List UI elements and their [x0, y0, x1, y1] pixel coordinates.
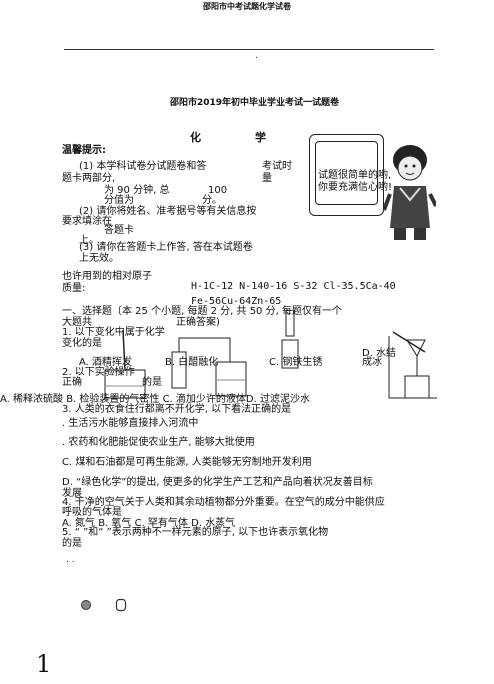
- student-illustration: [384, 145, 436, 240]
- header-dot: .: [255, 51, 258, 61]
- hollow-atom-icon: [115, 598, 127, 612]
- question-1-option-d: D. 水结: [362, 348, 397, 359]
- tips-line-2a: 题卡两部分,: [62, 173, 116, 184]
- subject-char-1: 化: [190, 131, 201, 144]
- dilute-acid-apparatus-icon: [104, 330, 146, 399]
- tips-line-10: 上无效。: [79, 253, 119, 264]
- dropper-icon: [281, 310, 299, 369]
- atomic-mass-label: 质量:: [62, 283, 86, 294]
- tips-line-3a: 为 90 分钟, 总: [104, 185, 170, 196]
- speech-bubble: [309, 134, 384, 216]
- document-title: 邵阳市2019年初中毕业学业考试一试题卷: [170, 98, 340, 108]
- question-1-lead: 1. 以下变化中属于化学: [62, 327, 165, 338]
- question-2-stem: 2. 以下实验操作: [62, 367, 135, 378]
- question-3-stem: 3. 人类的衣食住行都离不开化学, 以下看法正确的是: [62, 404, 292, 415]
- tips-line-7: 答题卡: [104, 225, 134, 236]
- question-3-option-d: D. “绿色化学”的提出, 使更多的化学生产工艺和产品向着状况友善目标: [62, 477, 373, 488]
- section-1-heading: 一、选择题〔本 25 个小题, 每题 2 分, 共 50 分, 每题仅有一个: [62, 306, 342, 317]
- atomic-mass-intro: 也许用到的相对原子: [62, 271, 152, 282]
- atomic-mass-values-1: H-1C-12 N-140-16 S-32 Cl-35.5Ca-40: [191, 281, 396, 292]
- tips-line-9: (3) 请你在答题卡上作答, 答在本试题卷: [79, 242, 253, 253]
- speech-bubble-inner: [315, 141, 378, 205]
- page-number: 1: [36, 650, 52, 678]
- header-rule: [64, 49, 434, 50]
- question-1-option-d-cont: 成冰: [362, 357, 382, 368]
- tips-line-4a: 分值为: [104, 195, 134, 206]
- tips-heading: 温馨提示:: [62, 145, 106, 156]
- question-3-option-b: . 农药和化肥能促使农业生产, 能够大批使用: [62, 437, 255, 448]
- section-1-line-2a: 大题共: [62, 317, 92, 328]
- filtration-apparatus-icon: [388, 331, 437, 399]
- question-2-options: A. 稀释浓硫酸 B. 检验装置的气密性 C. 滴加少许的液体D. 过滤泥沙水: [0, 394, 310, 405]
- tips-line-1a: (1) 本学科试卷分试题卷和答: [79, 161, 207, 172]
- tips-line-5: (2) 请你将姓名、准考据号等有关信息按: [79, 206, 257, 217]
- question-3-option-c: C. 煤和石油都是可再生能源, 人类能够无穷制地开发利用: [62, 457, 312, 468]
- speech-line-1: 试题很简单的哟,: [318, 170, 392, 181]
- question-4-options: A. 氮气 B. 氧气 C. 罕有气体 D. 水蒸气: [62, 518, 236, 529]
- question-1-option-a: A. 酒精挥发: [79, 357, 133, 368]
- question-5-stem: 5. “ ”和“ ”表示两种不一样元素的原子, 以下也许表示氧化物: [62, 527, 329, 538]
- filled-atom-icon: [81, 600, 91, 610]
- question-4-stem: 4. 干净的空气关于人类和其余动植物都分外重要。在空气的成分中能供应: [62, 497, 385, 508]
- question-2-stem-2b: 的是: [142, 377, 162, 388]
- running-header: 邵阳市中考试题化学试卷: [203, 2, 291, 11]
- question-5-dots: . .: [66, 555, 75, 565]
- tips-line-6: 要求填涂在: [62, 216, 112, 227]
- question-1-stem: 变化的是: [62, 338, 102, 349]
- question-1-option-c: C. 钢铁生锈: [269, 357, 323, 368]
- question-4-stem-2: 呼吸的气体是: [62, 507, 122, 518]
- tips-line-3b: 100: [208, 185, 228, 196]
- question-3-option-d-cont: 发展: [62, 488, 82, 499]
- subject-char-2: 学: [255, 131, 266, 144]
- tips-line-8: 上。: [79, 235, 99, 246]
- airtightness-apparatus-icon: [171, 337, 247, 397]
- question-3-option-a: . 生活污水能够直接排入河流中: [62, 418, 199, 429]
- question-2-stem-2a: 正确: [62, 377, 82, 388]
- question-1-option-b: B. 白醋融化: [165, 357, 219, 368]
- speech-line-2: 你要充满信心哟!: [318, 182, 393, 193]
- tips-line-2b: 量: [262, 173, 272, 184]
- tips-line-4b: 分。: [202, 195, 222, 206]
- question-5-stem-2: 的是: [62, 538, 82, 549]
- atomic-mass-values-2: Fe-56Cu-64Zn-65: [191, 296, 282, 307]
- tips-line-1b: 考试时: [262, 161, 292, 172]
- section-1-line-2b: 正确答案): [176, 317, 220, 328]
